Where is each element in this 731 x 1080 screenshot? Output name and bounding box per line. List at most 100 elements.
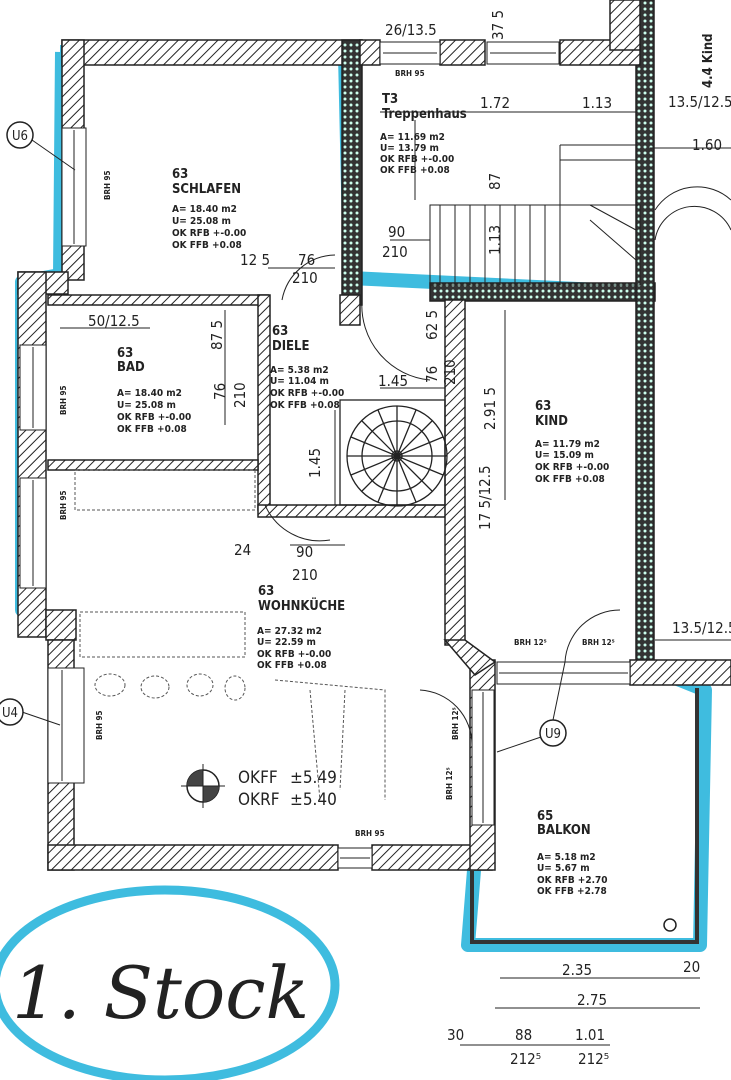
svg-text:62 5: 62 5: [423, 310, 441, 340]
svg-text:26/13.5: 26/13.5: [385, 21, 437, 39]
svg-text:OK FFB +0.08: OK FFB +0.08: [535, 474, 605, 485]
svg-text:88: 88: [515, 1026, 532, 1044]
dimension-labels: 26/13.5 37 5 1.72 1.13 13.5/12.5 1.60 87…: [88, 10, 731, 1068]
svg-text:1.45: 1.45: [378, 372, 408, 390]
window-marker-u9: U9: [496, 661, 567, 753]
svg-text:2.75: 2.75: [577, 991, 607, 1009]
sill-label: BRH 95: [395, 69, 425, 78]
svg-text:U= 22.59 m: U= 22.59 m: [257, 637, 316, 648]
svg-text:1.45: 1.45: [306, 448, 324, 478]
svg-text:OK FFB +0.08: OK FFB +0.08: [117, 424, 187, 435]
svg-text:A= 18.40 m2: A= 18.40 m2: [172, 204, 237, 215]
svg-text:A= 5.38 m2: A= 5.38 m2: [270, 365, 329, 376]
svg-text:DIELE: DIELE: [272, 339, 310, 354]
svg-text:T3: T3: [382, 92, 398, 107]
svg-text:12 5: 12 5: [240, 251, 270, 269]
svg-text:U= 25.08 m: U= 25.08 m: [172, 216, 231, 227]
room-diele: 63 DIELE A= 5.38 m2 U= 11.04 m OK RFB +-…: [270, 324, 344, 411]
okrf-value: ±5.40: [290, 790, 337, 810]
svg-text:210: 210: [441, 359, 459, 385]
svg-text:OK FFB +0.08: OK FFB +0.08: [172, 240, 242, 251]
svg-text:2.91 5: 2.91 5: [481, 387, 499, 430]
room-treppenhaus: T3 Treppenhaus A= 11.69 m2 U= 13.79 m OK…: [380, 92, 467, 176]
walls: [17, 0, 731, 871]
svg-text:13.5/12.5: 13.5/12.5: [668, 93, 731, 111]
svg-text:A= 27.32 m2: A= 27.32 m2: [257, 626, 322, 637]
sill-label: BRH 12⁵: [451, 707, 460, 740]
svg-text:OK FFB +2.78: OK FFB +2.78: [537, 886, 607, 897]
window-marker-u4: U4: [0, 698, 61, 726]
svg-text:50/12.5: 50/12.5: [88, 312, 140, 330]
svg-text:KIND: KIND: [535, 414, 568, 429]
svg-text:210: 210: [292, 269, 318, 287]
svg-text:210: 210: [231, 382, 249, 408]
svg-text:U9: U9: [545, 727, 561, 742]
svg-text:24: 24: [234, 541, 251, 559]
spiral-staircase: [339, 399, 448, 507]
svg-text:1.13: 1.13: [582, 94, 612, 112]
dimension-lines: [60, 111, 731, 1046]
svg-text:U= 15.09 m: U= 15.09 m: [535, 450, 594, 461]
svg-text:OK FFB +0.08: OK FFB +0.08: [270, 400, 340, 411]
svg-text:U= 25.08 m: U= 25.08 m: [117, 400, 176, 411]
svg-text:1.72: 1.72: [480, 94, 510, 112]
svg-text:13.5/12.5: 13.5/12.5: [672, 619, 731, 637]
room-schlafen: 63 SCHLAFEN A= 18.40 m2 U= 25.08 m OK RF…: [172, 167, 246, 251]
svg-text:63: 63: [172, 167, 188, 182]
svg-text:87: 87: [486, 173, 504, 190]
svg-text:65: 65: [537, 809, 553, 824]
staircase-straight: [429, 144, 731, 286]
svg-text:U= 13.79 m: U= 13.79 m: [380, 143, 439, 154]
svg-text:WOHNKÜCHE: WOHNKÜCHE: [258, 598, 345, 614]
svg-text:OK RFB +-0.00: OK RFB +-0.00: [535, 462, 609, 473]
svg-text:2.35: 2.35: [562, 961, 592, 979]
svg-text:76: 76: [211, 383, 229, 400]
room-bad: 63 BAD A= 18.40 m2 U= 25.08 m OK RFB +-0…: [117, 346, 191, 435]
sill-label: BRH 95: [95, 710, 104, 740]
okff-label: OKFF: [238, 768, 278, 788]
svg-text:87 5: 87 5: [208, 320, 226, 350]
okrf-label: OKRF: [238, 790, 280, 810]
svg-text:OK FFB +0.08: OK FFB +0.08: [257, 660, 327, 671]
kitchen-furniture: [74, 469, 386, 801]
windows[interactable]: [19, 41, 631, 869]
svg-text:OK RFB +-0.00: OK RFB +-0.00: [117, 412, 191, 423]
svg-text:90: 90: [296, 543, 313, 561]
svg-text:63: 63: [117, 346, 133, 361]
svg-text:37 5: 37 5: [489, 10, 507, 40]
svg-text:212⁵: 212⁵: [578, 1050, 609, 1068]
svg-text:OK RFB +-0.00: OK RFB +-0.00: [270, 388, 344, 399]
svg-text:210: 210: [292, 566, 318, 584]
level-marker-icon: [181, 764, 225, 808]
neighbor-room-label: 4.4 Kind: [701, 33, 716, 88]
room-kind: 63 KIND A= 11.79 m2 U= 15.09 m OK RFB +-…: [535, 399, 609, 485]
svg-text:Treppenhaus: Treppenhaus: [382, 107, 467, 122]
svg-text:17 5/12.5: 17 5/12.5: [476, 465, 494, 530]
room-balkon: 65 BALKON A= 5.18 m2 U= 5.67 m OK RFB +2…: [537, 809, 608, 897]
svg-text:30: 30: [447, 1026, 464, 1044]
svg-text:1.13: 1.13: [486, 225, 504, 255]
svg-text:1.01: 1.01: [575, 1026, 605, 1044]
svg-text:U4: U4: [2, 706, 18, 721]
sill-label: BRH 12⁵: [445, 767, 454, 800]
room-wohnkueche: 63 WOHNKÜCHE A= 27.32 m2 U= 22.59 m OK R…: [257, 584, 345, 671]
svg-text:U6: U6: [12, 129, 28, 144]
svg-text:OK RFB +-0.00: OK RFB +-0.00: [380, 154, 454, 165]
svg-text:BALKON: BALKON: [537, 823, 591, 838]
svg-text:212⁵: 212⁵: [510, 1050, 541, 1068]
window-marker-u6: U6: [6, 121, 76, 171]
svg-text:63: 63: [535, 399, 551, 414]
balcony-edge: [470, 688, 699, 944]
svg-text:A= 11.79 m2: A= 11.79 m2: [535, 439, 600, 450]
svg-text:63: 63: [272, 324, 288, 339]
sill-label: BRH 95: [59, 385, 68, 415]
sill-label: BRH 95: [103, 170, 112, 200]
svg-text:A= 11.69 m2: A= 11.69 m2: [380, 132, 445, 143]
sill-label: BRH 95: [355, 829, 385, 838]
okff-value: ±5.49: [290, 768, 337, 788]
sill-label: BRH 12⁵: [514, 638, 547, 647]
svg-text:210: 210: [382, 243, 408, 261]
svg-text:1.60: 1.60: [692, 136, 722, 154]
svg-text:SCHLAFEN: SCHLAFEN: [172, 182, 241, 197]
